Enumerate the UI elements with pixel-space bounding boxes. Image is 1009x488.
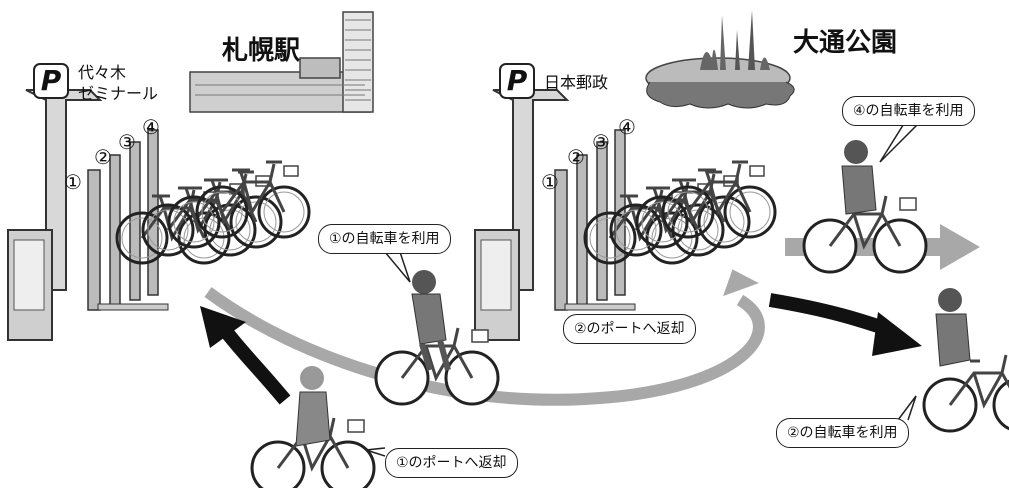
return-arrow-gray-head: [723, 269, 759, 297]
bubble-tail-use2: [897, 395, 917, 421]
ride-arrow-gray-head: [940, 224, 980, 270]
port-number-right-3: ③: [592, 130, 610, 154]
rider-middle: [374, 270, 500, 406]
rider-right-woman: [922, 288, 1009, 433]
right-dock-station: [474, 89, 636, 341]
port-number-left-3: ③: [118, 130, 136, 154]
station-title-odori: 大通公園: [793, 28, 898, 58]
bubble-use-bike-4: ④の自転車を利用: [842, 96, 975, 126]
port-number-left-1: ①: [64, 170, 82, 194]
parking-name-left-line1: 代々木: [78, 63, 127, 82]
bubble-return-port-2: ②のポートへ返却: [563, 314, 696, 344]
bubble-tail-return1: [365, 447, 386, 457]
ride-arrow-black-right: [768, 293, 893, 337]
parking-sign-right-box: [499, 63, 535, 99]
port-number-right-2: ②: [567, 145, 585, 169]
return-arrow-black-left: [219, 325, 291, 405]
odori-park-illustration: [645, 10, 795, 109]
return-arrow-black-left-head: [200, 306, 246, 348]
rider-bottom-left: [250, 366, 376, 488]
parking-name-left-line2: ゼミナール: [78, 84, 159, 103]
bubble-use-bike-2: ②の自転車を利用: [776, 418, 909, 448]
parked-bikes-left: [115, 160, 311, 265]
parking-letter-left: P: [40, 64, 62, 97]
port-number-left-2: ②: [94, 145, 112, 169]
parking-name-right: 日本郵政: [544, 73, 609, 92]
port-number-right-1: ①: [541, 170, 559, 194]
return-arrow-gray: [204, 287, 765, 406]
bubble-return-port-1: ①のポートへ返却: [385, 448, 518, 478]
bubble-tail-use1: [384, 251, 411, 283]
station-title-sapporo: 札幌駅: [222, 36, 301, 66]
parking-sign-left-box: [33, 63, 69, 99]
rider-top-right: [802, 140, 928, 274]
port-number-right-4: ④: [618, 115, 636, 139]
parked-bikes-right: [583, 160, 777, 265]
bubble-use-bike-1: ①の自転車を利用: [318, 224, 451, 254]
bubble-tail-use4: [879, 121, 921, 163]
parking-letter-right: P: [506, 64, 528, 97]
ride-arrow-black-right-head: [872, 312, 922, 356]
port-number-left-4: ④: [142, 115, 160, 139]
sapporo-station-building: [189, 11, 374, 113]
